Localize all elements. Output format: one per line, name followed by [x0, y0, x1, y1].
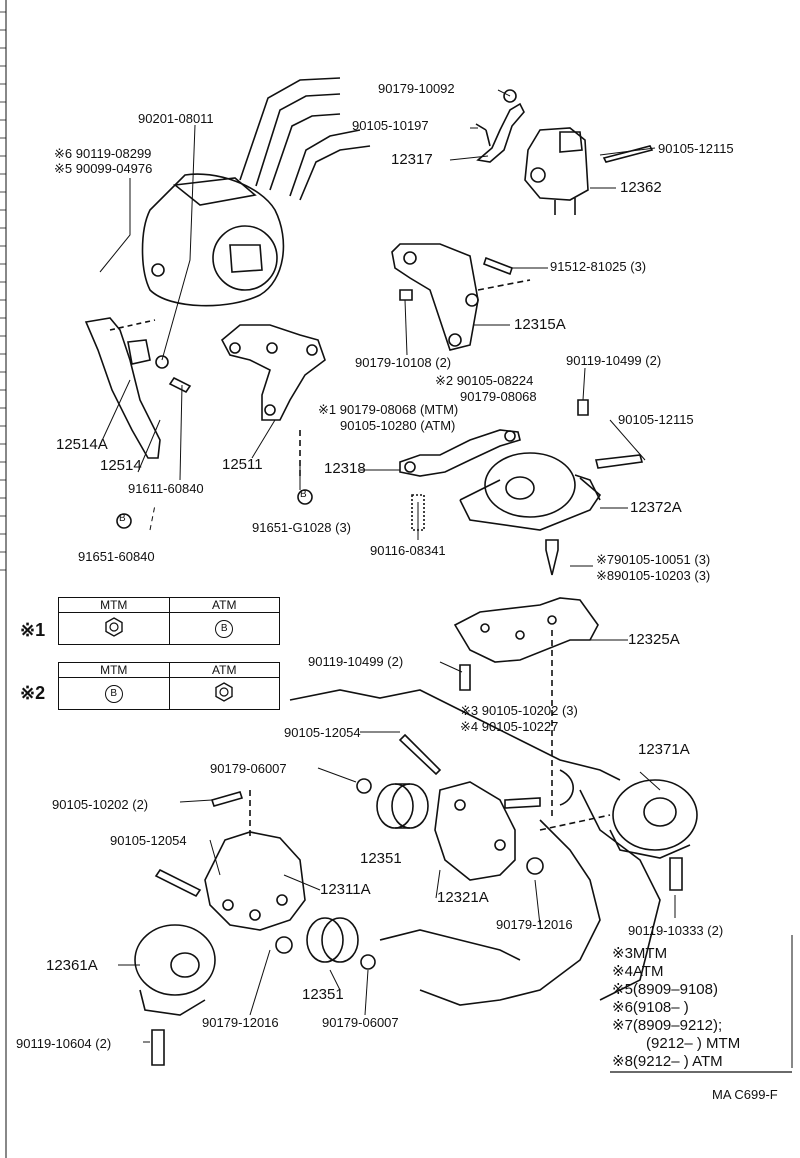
label-12351-lower: 12351: [302, 986, 344, 1003]
table-2-mtm-cell: B: [58, 677, 170, 710]
label-90105-10197: 90105-10197: [352, 118, 429, 133]
bracket-12315A: [391, 243, 531, 351]
label-90119-08299: ※6 90119-08299: [54, 146, 152, 161]
label-12371A: 12371A: [638, 741, 690, 758]
label-90179-10092: 90179-10092: [378, 81, 455, 96]
label-12321A: 12321A: [437, 889, 489, 906]
label-90179-08068-mtm: ※1 90179-08068 (MTM): [318, 402, 459, 417]
label-90105-12054-left: 90105-12054: [110, 833, 187, 848]
label-90119-10499-top: 90119-10499 (2): [566, 353, 662, 368]
label-12514A: 12514A: [56, 436, 108, 453]
label-12511: 12511: [222, 456, 263, 473]
mount-12361A: [134, 924, 216, 1016]
label-12325A: 12325A: [628, 631, 680, 648]
label-90119-10499-mid: 90119-10499 (2): [308, 654, 404, 669]
label-90105-12115-mid: 90105-12115: [618, 412, 694, 427]
table-1-atm-cell: B: [168, 612, 280, 645]
label-12361A: 12361A: [46, 957, 98, 974]
label-12362: 12362: [620, 179, 662, 196]
label-90179-06007-mid: 90179-06007: [210, 761, 287, 776]
note-5: ※5(8909–9108): [612, 981, 718, 998]
label-90105-12054-mid: 90105-12054: [284, 725, 361, 740]
bracket-12311A: [204, 790, 306, 931]
bolt-marking-91651: B: [300, 489, 307, 500]
label-90179-10108: 90179-10108 (2): [355, 355, 452, 370]
label-91651-G1028: 91651-G1028 (3): [252, 520, 352, 535]
label-90119-10333: 90119-10333 (2): [628, 923, 724, 938]
table-2-header-atm: ATM: [168, 662, 280, 678]
table-2-header-mtm: MTM: [58, 662, 170, 678]
label-90105-10202-3: ※3 90105-10202 (3): [460, 703, 578, 718]
bracket-12318: [399, 429, 521, 477]
label-12372A: 12372A: [630, 499, 682, 516]
label-90179-08068: 90179-08068: [460, 389, 537, 404]
note-7b: (9212– ) MTM: [646, 1035, 741, 1052]
label-90105-10203: ※890105-10203 (3): [596, 568, 711, 583]
label-90179-12016-right: 90179-12016: [496, 917, 573, 932]
label-12318: 12318: [324, 460, 366, 477]
hex-nut-icon: [105, 617, 123, 637]
bracket-12317: [476, 102, 525, 163]
engine-block-lower: [289, 689, 661, 1006]
label-90099-04976: ※5 90099-04976: [54, 161, 153, 176]
table-mark-1: ※1: [20, 620, 46, 640]
label-90116-08341: 90116-08341: [370, 543, 446, 558]
note-6: ※6(9108– ): [612, 999, 689, 1016]
label-90105-10202-2: 90105-10202 (2): [52, 797, 149, 812]
note-7a: ※7(8909–9212);: [612, 1017, 723, 1034]
label-12311A: 12311A: [320, 881, 371, 898]
label-90105-10227: ※4 90105-10227: [460, 719, 559, 734]
bracket-12325A: [453, 597, 599, 820]
label-90105-10280: 90105-10280 (ATM): [340, 418, 456, 433]
bolt-marking-91611: B: [119, 513, 126, 524]
mount-12371A: [539, 779, 698, 859]
label-91611-60840: 91611-60840: [128, 481, 204, 496]
label-12315A: 12315A: [514, 316, 566, 333]
label-90179-06007-lower: 90179-06007: [322, 1015, 399, 1030]
table-1-header-atm: ATM: [168, 597, 280, 613]
cushion-12351-lower: [306, 917, 359, 963]
label-90179-12016-lower: 90179-12016: [202, 1015, 279, 1030]
label-90105-12115-top: 90105-12115: [658, 141, 734, 156]
table-2-atm-cell: [168, 677, 280, 710]
bracket-12321A: [434, 781, 516, 881]
cushion-12351-mid: [376, 783, 429, 829]
engine-block-top: [239, 77, 371, 201]
bolt-b-icon: B: [215, 619, 234, 638]
leader-lines: [99, 89, 676, 1043]
table-mark-2: ※2: [20, 683, 46, 703]
table-1-mtm-cell: [58, 612, 170, 645]
label-12351-mid: 12351: [360, 850, 402, 867]
mount-12372A: [459, 452, 602, 531]
label-91651-60840: 91651-60840: [78, 549, 155, 564]
label-12317: 12317: [391, 151, 433, 168]
note-4: ※4ATM: [612, 963, 664, 980]
figure-code: MA C699-F: [712, 1087, 778, 1102]
label-91512-81025: 91512-81025 (3): [550, 259, 647, 274]
label-12514: 12514: [100, 457, 142, 474]
label-90105-10051: ※790105-10051 (3): [596, 552, 711, 567]
bracket-12511: [220, 324, 326, 480]
note-8: ※8(9212– ) ATM: [612, 1053, 723, 1070]
hex-nut-icon: [215, 682, 233, 702]
table-1-header-mtm: MTM: [58, 597, 170, 613]
bracket-12514: [84, 317, 161, 459]
mount-12362: [524, 127, 589, 215]
label-90105-08224: ※2 90105-08224: [435, 373, 534, 388]
note-3: ※3MTM: [612, 945, 668, 962]
bolt-b-icon: B: [104, 684, 123, 703]
alternator: [141, 173, 285, 307]
label-90119-10604: 90119-10604 (2): [16, 1036, 112, 1051]
label-90201-08011: 90201-08011: [138, 111, 214, 126]
